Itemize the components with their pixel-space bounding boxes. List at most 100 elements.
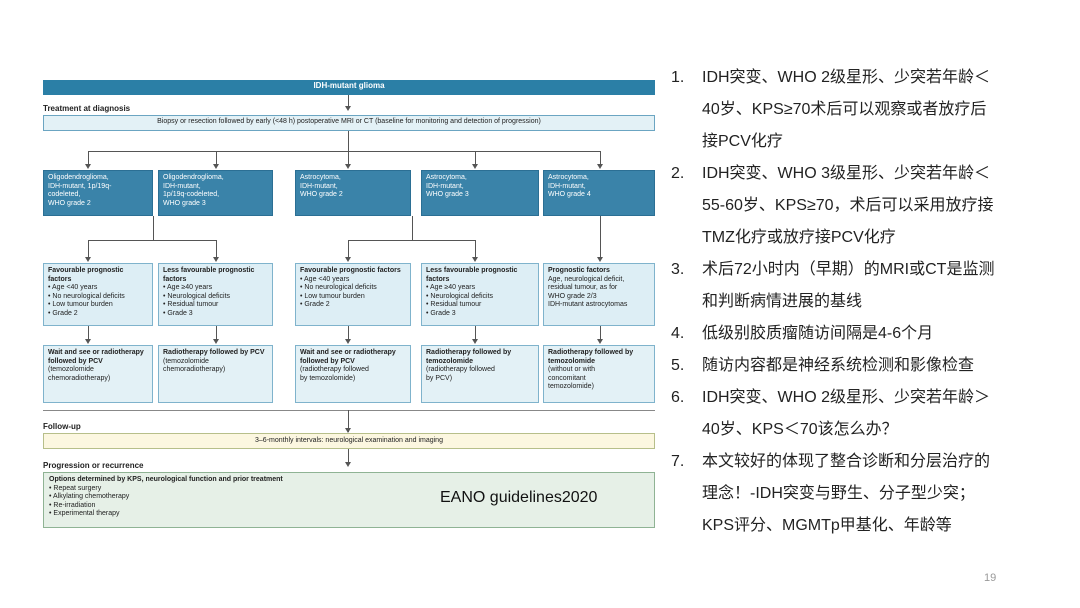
treatment-title: Radiotherapy followed by temozolomide: [548, 349, 634, 365]
note-item: 6. IDH突变、WHO 2级星形、少突若年龄＞ 40岁、KPS＜70该怎么办？: [669, 382, 1069, 446]
treatment-item: concomitant: [548, 374, 586, 382]
factor-item: • Grade 2: [48, 309, 78, 317]
note-line: IDH突变、WHO 2级星形、少突若年龄＜: [702, 69, 991, 86]
note-line: 40岁、KPS＜70该怎么办？: [702, 421, 898, 438]
factor-item: IDH-mutant astrocytomas: [548, 301, 628, 308]
factor-item: • Age <40 years: [300, 275, 350, 283]
tumour-type-line: IDH-mutant,: [548, 182, 586, 190]
treatment-item: by temozolomide): [300, 374, 356, 382]
note-number: 2.: [671, 165, 685, 182]
tumour-type-box: Astrocytoma,IDH-mutant,WHO grade 4: [543, 170, 655, 216]
factor-item: • Age ≥40 years: [426, 284, 476, 291]
factor-item: • No neurological deficits: [300, 284, 377, 291]
prognostic-factor-box: Less favourable prognostic factors• Age …: [158, 263, 273, 326]
tumour-type-box: Astrocytoma,IDH-mutant,WHO grade 2: [295, 170, 411, 216]
note-line: IDH突变、WHO 3级星形、少突若年龄＜: [702, 165, 991, 182]
options-title: Options determined by KPS, neurological …: [49, 476, 283, 483]
option-item: • Experimental therapy: [49, 510, 120, 517]
flowchart: IDH-mutant glioma Treatment at diagnosis…: [38, 76, 660, 536]
treatment-item: temozolomide): [548, 383, 594, 390]
factor-item: • Low tumour burden: [48, 301, 113, 308]
tumour-type-line: IDH-mutant,: [300, 182, 338, 190]
tumour-type-line: Astrocytoma,: [300, 174, 341, 181]
treatment-box: Wait and see or radiotherapy followed by…: [295, 345, 411, 403]
note-number: 1.: [671, 69, 685, 86]
treatment-title: Radiotherapy followed by temozolomide: [426, 349, 512, 365]
note-item: 5. 随访内容都是神经系统检测和影像检查: [669, 350, 1069, 382]
treatment-title: Radiotherapy followed by PCV: [163, 349, 265, 356]
treatment-box: Radiotherapy followed by PCV(temozolomid…: [158, 345, 273, 403]
treatment-item: chemoradiotherapy): [163, 366, 226, 373]
note-line: TMZ化疗或放疗接PCV化疗: [702, 229, 896, 246]
note-number: 6.: [671, 389, 685, 406]
note-line: 理念！-IDH突变与野生、分子型少突；: [702, 485, 975, 502]
note-item: 1. IDH突变、WHO 2级星形、少突若年龄＜ 40岁、KPS≥70术后可以观察或…: [669, 62, 1069, 158]
note-line: 接PCV化疗: [702, 133, 783, 150]
tumour-type-line: Oligodendroglioma,: [163, 174, 224, 181]
factor-item: • Age <40 years: [48, 284, 98, 291]
treatment-box: Radiotherapy followed by temozolomide(ra…: [421, 345, 539, 403]
option-item: • Re-irradiation: [49, 501, 96, 509]
note-item: 3. 术后72小时内（早期）的MRI或CT是监测和判断病情进展的基线: [669, 254, 1069, 318]
factor-title: Less favourable prognostic factors: [426, 267, 518, 283]
note-line: 55-60岁、KPS≥70，术后可以采用放疗接: [702, 197, 994, 214]
tumour-type-line: WHO grade 4: [548, 191, 591, 198]
factor-item: • Grade 3: [163, 309, 193, 317]
tumour-type-box: Oligodendroglioma,IDH-mutant, 1p/19q-cod…: [43, 170, 153, 216]
section-progression-label: Progression or recurrence: [43, 461, 144, 470]
note-number: 7.: [671, 453, 685, 470]
treatment-item: (temozolomide: [163, 357, 209, 365]
section-followup-label: Follow-up: [43, 422, 81, 431]
note-line: 随访内容都是神经系统检测和影像检查: [702, 357, 975, 374]
tumour-type-line: IDH-mutant,: [426, 182, 464, 190]
note-number: 3.: [671, 261, 685, 278]
tumour-type-line: Oligodendroglioma,: [48, 174, 109, 181]
treatment-item: (radiotherapy followed: [300, 366, 369, 373]
options-list: • Repeat surgery• Alkylating chemotherap…: [49, 485, 649, 519]
treatment-item: (temozolomide: [48, 366, 94, 373]
options-box: Options determined by KPS, neurological …: [43, 472, 655, 528]
treatment-item: by PCV): [426, 374, 453, 382]
note-item: 2. IDH突变、WHO 3级星形、少突若年龄＜ 55-60岁、KPS≥70，术后可…: [669, 158, 1069, 254]
tumour-type-line: IDH-mutant,: [163, 182, 201, 190]
factor-item: WHO grade 2/3: [548, 292, 597, 300]
factor-item: • No neurological deficits: [48, 292, 125, 300]
factor-item: • Low tumour burden: [300, 292, 365, 300]
note-line: 术后72小时内（早期）的MRI或CT是监测: [702, 261, 995, 278]
note-line: KPS评分、MGMTp甲基化、年龄等: [702, 517, 952, 534]
note-line: 本文较好的体现了整合诊断和分层治疗的: [702, 453, 991, 470]
prognostic-factor-box: Less favourable prognostic factors• Age …: [421, 263, 539, 326]
note-line: 40岁、KPS≥70术后可以观察或者放疗后: [702, 101, 987, 118]
tumour-type-line: 1p/19q-codeleted,: [163, 191, 220, 198]
treatment-item: chemoradiotherapy): [48, 374, 111, 382]
followup-box: 3–6-monthly intervals: neurological exam…: [43, 433, 655, 449]
prognostic-factor-box: Favourable prognostic factors• Age <40 y…: [43, 263, 153, 326]
factor-item: • Grade 3: [426, 309, 456, 317]
factor-title: Favourable prognostic factors: [48, 267, 124, 283]
biopsy-box: Biopsy or resection followed by early (<…: [43, 115, 655, 131]
note-item: 4.低级别胶质瘤随访间隔是4-6个月: [669, 318, 1069, 350]
tumour-type-box: Oligodendroglioma,IDH-mutant,1p/19q-code…: [158, 170, 273, 216]
section-treatment-label: Treatment at diagnosis: [43, 104, 131, 113]
tumour-type-line: Astrocytoma,: [426, 174, 467, 181]
note-line: 和判断病情进展的基线: [702, 293, 863, 310]
tumour-type-box: Astrocytoma,IDH-mutant,WHO grade 3: [421, 170, 539, 216]
tumour-type-line: WHO grade 2: [300, 191, 343, 198]
notes-list: 1. IDH突变、WHO 2级星形、少突若年龄＜ 40岁、KPS≥70术后可以观察或…: [669, 62, 1069, 542]
note-number: 5.: [671, 357, 685, 374]
factor-title: Prognostic factors: [548, 267, 610, 274]
tumour-type-line: Astrocytoma,: [548, 174, 589, 181]
tumour-type-line: codeleted,: [48, 191, 81, 198]
treatment-title: Wait and see or radiotherapy followed by…: [300, 349, 396, 365]
tumour-type-line: WHO grade 2: [48, 199, 91, 207]
tumour-type-line: WHO grade 3: [426, 191, 469, 198]
note-line: IDH突变、WHO 2级星形、少突若年龄＞: [702, 389, 991, 406]
treatment-box: Radiotherapy followed by temozolomide(wi…: [543, 345, 655, 403]
page-number: 19: [984, 572, 997, 584]
note-line: 低级别胶质瘤随访间隔是4-6个月: [702, 325, 934, 342]
factor-title: Less favourable prognostic factors: [163, 267, 255, 283]
factor-item: • Neurological deficits: [426, 292, 494, 300]
factor-item: Age, neurological deficit,: [548, 275, 625, 283]
factor-item: • Neurological deficits: [163, 292, 231, 300]
treatment-item: (without or with: [548, 366, 596, 373]
